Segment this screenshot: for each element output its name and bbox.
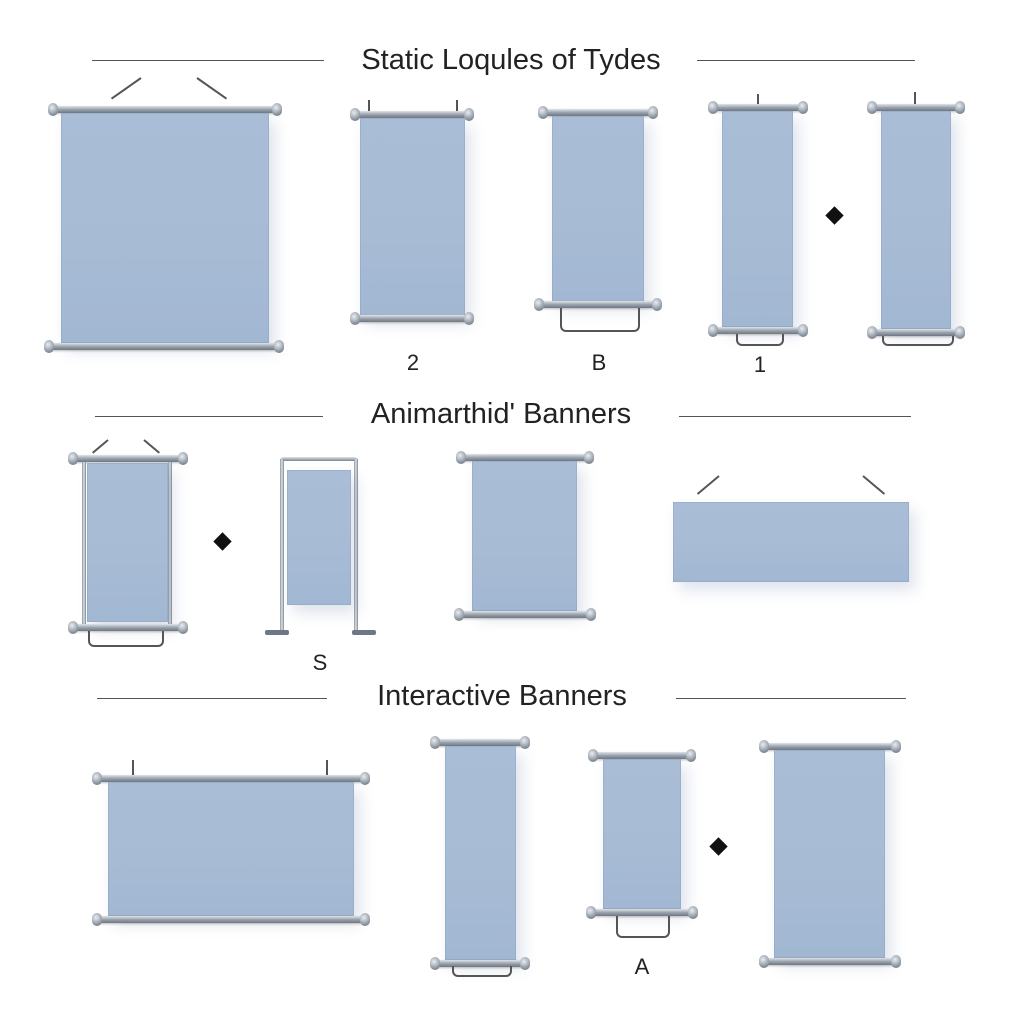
top-rod <box>430 736 530 749</box>
hook-wire <box>914 92 916 104</box>
section-divider-left <box>95 416 323 417</box>
top-rod <box>48 103 282 116</box>
hook-wire <box>92 439 109 454</box>
stand-pole-left <box>280 459 284 631</box>
top-rod <box>759 740 901 753</box>
bottom-rod <box>867 326 965 339</box>
stand-base-left <box>265 630 289 635</box>
section-divider-right <box>697 60 915 61</box>
top-rod <box>867 101 965 114</box>
stand-foot <box>882 336 954 346</box>
stand-pole-right <box>354 459 358 631</box>
banner-panel <box>603 759 681 909</box>
frame-right <box>168 462 172 624</box>
banner-panel <box>673 502 909 582</box>
bottom-rod <box>68 621 188 634</box>
diamond-marker-icon <box>213 532 232 551</box>
top-rod <box>708 101 808 114</box>
bottom-rod <box>759 955 901 968</box>
banner-panel <box>774 750 885 958</box>
banner-panel <box>445 746 516 960</box>
bottom-rod <box>92 913 370 926</box>
hook-wire <box>757 94 759 106</box>
banner-panel <box>87 463 168 622</box>
stand-foot <box>560 308 640 332</box>
bottom-rod <box>534 298 662 311</box>
bottom-rod <box>350 312 474 325</box>
stand-top-bar <box>280 457 358 461</box>
top-rod <box>588 749 696 762</box>
section-divider-right <box>676 698 906 699</box>
banner-panel <box>108 782 354 916</box>
stand-foot <box>452 966 512 977</box>
bottom-rod <box>430 957 530 970</box>
label-b: B <box>591 350 607 375</box>
banner-panel <box>552 116 644 302</box>
stand-foot <box>616 916 670 938</box>
hook-wire <box>862 475 886 495</box>
hook-wire <box>326 760 328 778</box>
top-rod <box>538 106 658 119</box>
stand-foot <box>88 631 164 647</box>
label-s: S <box>312 650 328 675</box>
banner-panel <box>881 111 951 329</box>
hook-wire <box>110 77 142 100</box>
section-title-animated: Animarthid' Banners <box>370 398 632 430</box>
top-rod <box>350 108 474 121</box>
hook-wire <box>132 760 134 778</box>
label-a: A <box>634 954 650 979</box>
section-divider-left <box>92 60 324 61</box>
hook-wire <box>696 475 720 495</box>
hook-wire <box>196 77 228 100</box>
banner-panel <box>287 470 351 605</box>
stand-base-right <box>352 630 376 635</box>
bottom-rod <box>454 608 596 621</box>
banner-panel <box>472 461 577 611</box>
diamond-marker-icon <box>825 206 844 225</box>
hook-wire <box>368 100 370 112</box>
stand-foot <box>736 334 784 346</box>
banner-panel <box>722 111 793 327</box>
label-1: 1 <box>753 352 767 377</box>
hook-wire <box>456 100 458 112</box>
diamond-marker-icon <box>709 837 728 856</box>
banner-panel <box>61 113 269 343</box>
frame-left <box>82 462 86 624</box>
top-rod <box>456 451 594 464</box>
section-title-static: Static Loqules of Tydes <box>361 44 661 76</box>
bottom-rod <box>708 324 808 337</box>
section-divider-left <box>97 698 327 699</box>
top-rod <box>68 452 188 465</box>
hook-wire <box>143 439 160 454</box>
section-title-interactive: Interactive Banners <box>377 680 627 712</box>
bottom-rod <box>586 906 698 919</box>
top-rod <box>92 772 370 785</box>
bottom-rod <box>44 340 284 353</box>
section-divider-right <box>679 416 911 417</box>
banner-panel <box>360 118 465 316</box>
label-2: 2 <box>406 350 420 375</box>
